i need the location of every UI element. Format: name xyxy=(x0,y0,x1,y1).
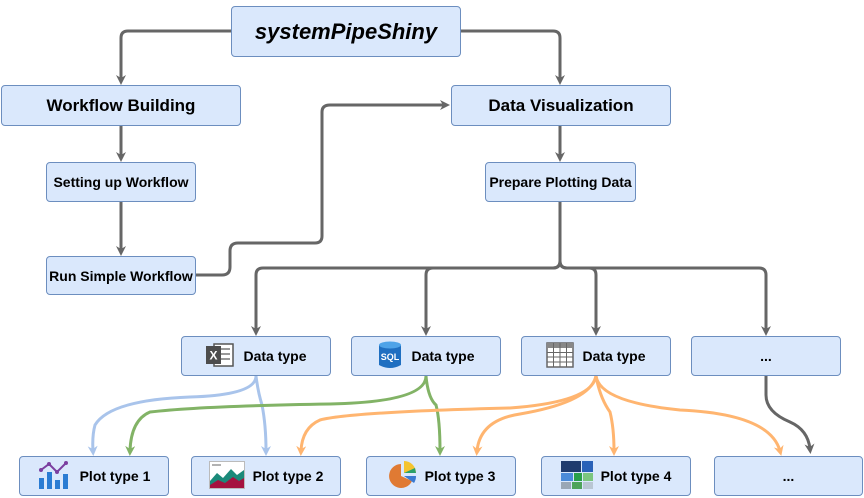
treemap-icon xyxy=(560,460,593,492)
plot-type-3-label: Plot type 3 xyxy=(424,468,496,484)
plot-type-1-label: Plot type 1 xyxy=(79,468,151,484)
edge-prepare-to-datatype-4 xyxy=(558,260,771,336)
data-type-4-label: ... xyxy=(760,348,772,364)
data-type-3-label: Data type xyxy=(582,348,646,364)
setting-up-workflow-label: Setting up Workflow xyxy=(53,174,189,190)
root-label: systemPipeShiny xyxy=(254,18,438,44)
edge-datatype-2-to-plot-1 xyxy=(125,375,428,456)
edge-prepare-to-datatype-2 xyxy=(421,260,562,336)
plot-type-2-label: Plot type 2 xyxy=(252,468,324,484)
node-data-type-1: X Data type xyxy=(181,336,331,376)
edge-datatype-1-to-plot-2 xyxy=(254,375,271,456)
node-prepare-plotting-data: Prepare Plotting Data xyxy=(485,162,636,202)
node-data-type-3: Data type xyxy=(521,336,671,376)
svg-text:SQL: SQL xyxy=(381,352,400,362)
svg-text:X: X xyxy=(210,348,218,362)
edge-root-to-dataviz xyxy=(460,29,565,85)
edge-run-to-dataviz xyxy=(196,100,450,277)
edge-datatype-4-to-plot-5 xyxy=(764,376,815,454)
table-grid-icon xyxy=(546,341,575,371)
pie-chart-icon xyxy=(387,460,417,493)
edge-datatype-3-to-plot-5 xyxy=(594,375,784,456)
run-simple-workflow-label: Run Simple Workflow xyxy=(49,267,193,284)
node-setting-up-workflow: Setting up Workflow xyxy=(46,162,196,202)
plot-type-4-label: Plot type 4 xyxy=(600,468,672,484)
node-run-simple-workflow: Run Simple Workflow xyxy=(46,256,196,295)
node-plot-type-1: Plot type 1 xyxy=(19,456,169,496)
node-plot-type-4: Plot type 4 xyxy=(541,456,691,496)
node-root: systemPipeShiny xyxy=(231,6,461,57)
area-chart-icon xyxy=(208,460,245,492)
edge-datatype-3-to-plot-2 xyxy=(296,375,598,456)
node-plot-type-3: Plot type 3 xyxy=(366,456,516,496)
data-type-1-label: Data type xyxy=(243,348,307,364)
edge-datatype-2-to-plot-3 xyxy=(424,375,445,456)
edge-datatype-3-to-plot-4 xyxy=(594,375,619,456)
node-plot-type-5: ... xyxy=(714,456,863,496)
workflow-building-label: Workflow Building xyxy=(46,95,196,115)
edge-prepare-to-datatype-3 xyxy=(558,260,601,336)
data-type-2-label: Data type xyxy=(411,348,475,364)
data-visualization-label: Data Visualization xyxy=(488,95,634,115)
sql-database-icon: SQL xyxy=(377,340,403,373)
node-data-type-2: SQL Data type xyxy=(351,336,501,376)
bar-line-chart-icon xyxy=(38,460,72,493)
plot-type-5-label: ... xyxy=(782,468,795,484)
excel-icon: X xyxy=(205,342,235,371)
prepare-plotting-data-label: Prepare Plotting Data xyxy=(489,174,632,190)
node-workflow-building: Workflow Building xyxy=(1,85,241,126)
node-data-visualization: Data Visualization xyxy=(451,85,671,126)
node-data-type-4: ... xyxy=(691,336,841,376)
node-plot-type-2: Plot type 2 xyxy=(191,456,341,496)
edge-datatype-3-to-plot-3 xyxy=(472,375,598,456)
edge-datatype-1-to-plot-1 xyxy=(87,375,258,456)
edge-root-to-workflow xyxy=(116,29,231,85)
